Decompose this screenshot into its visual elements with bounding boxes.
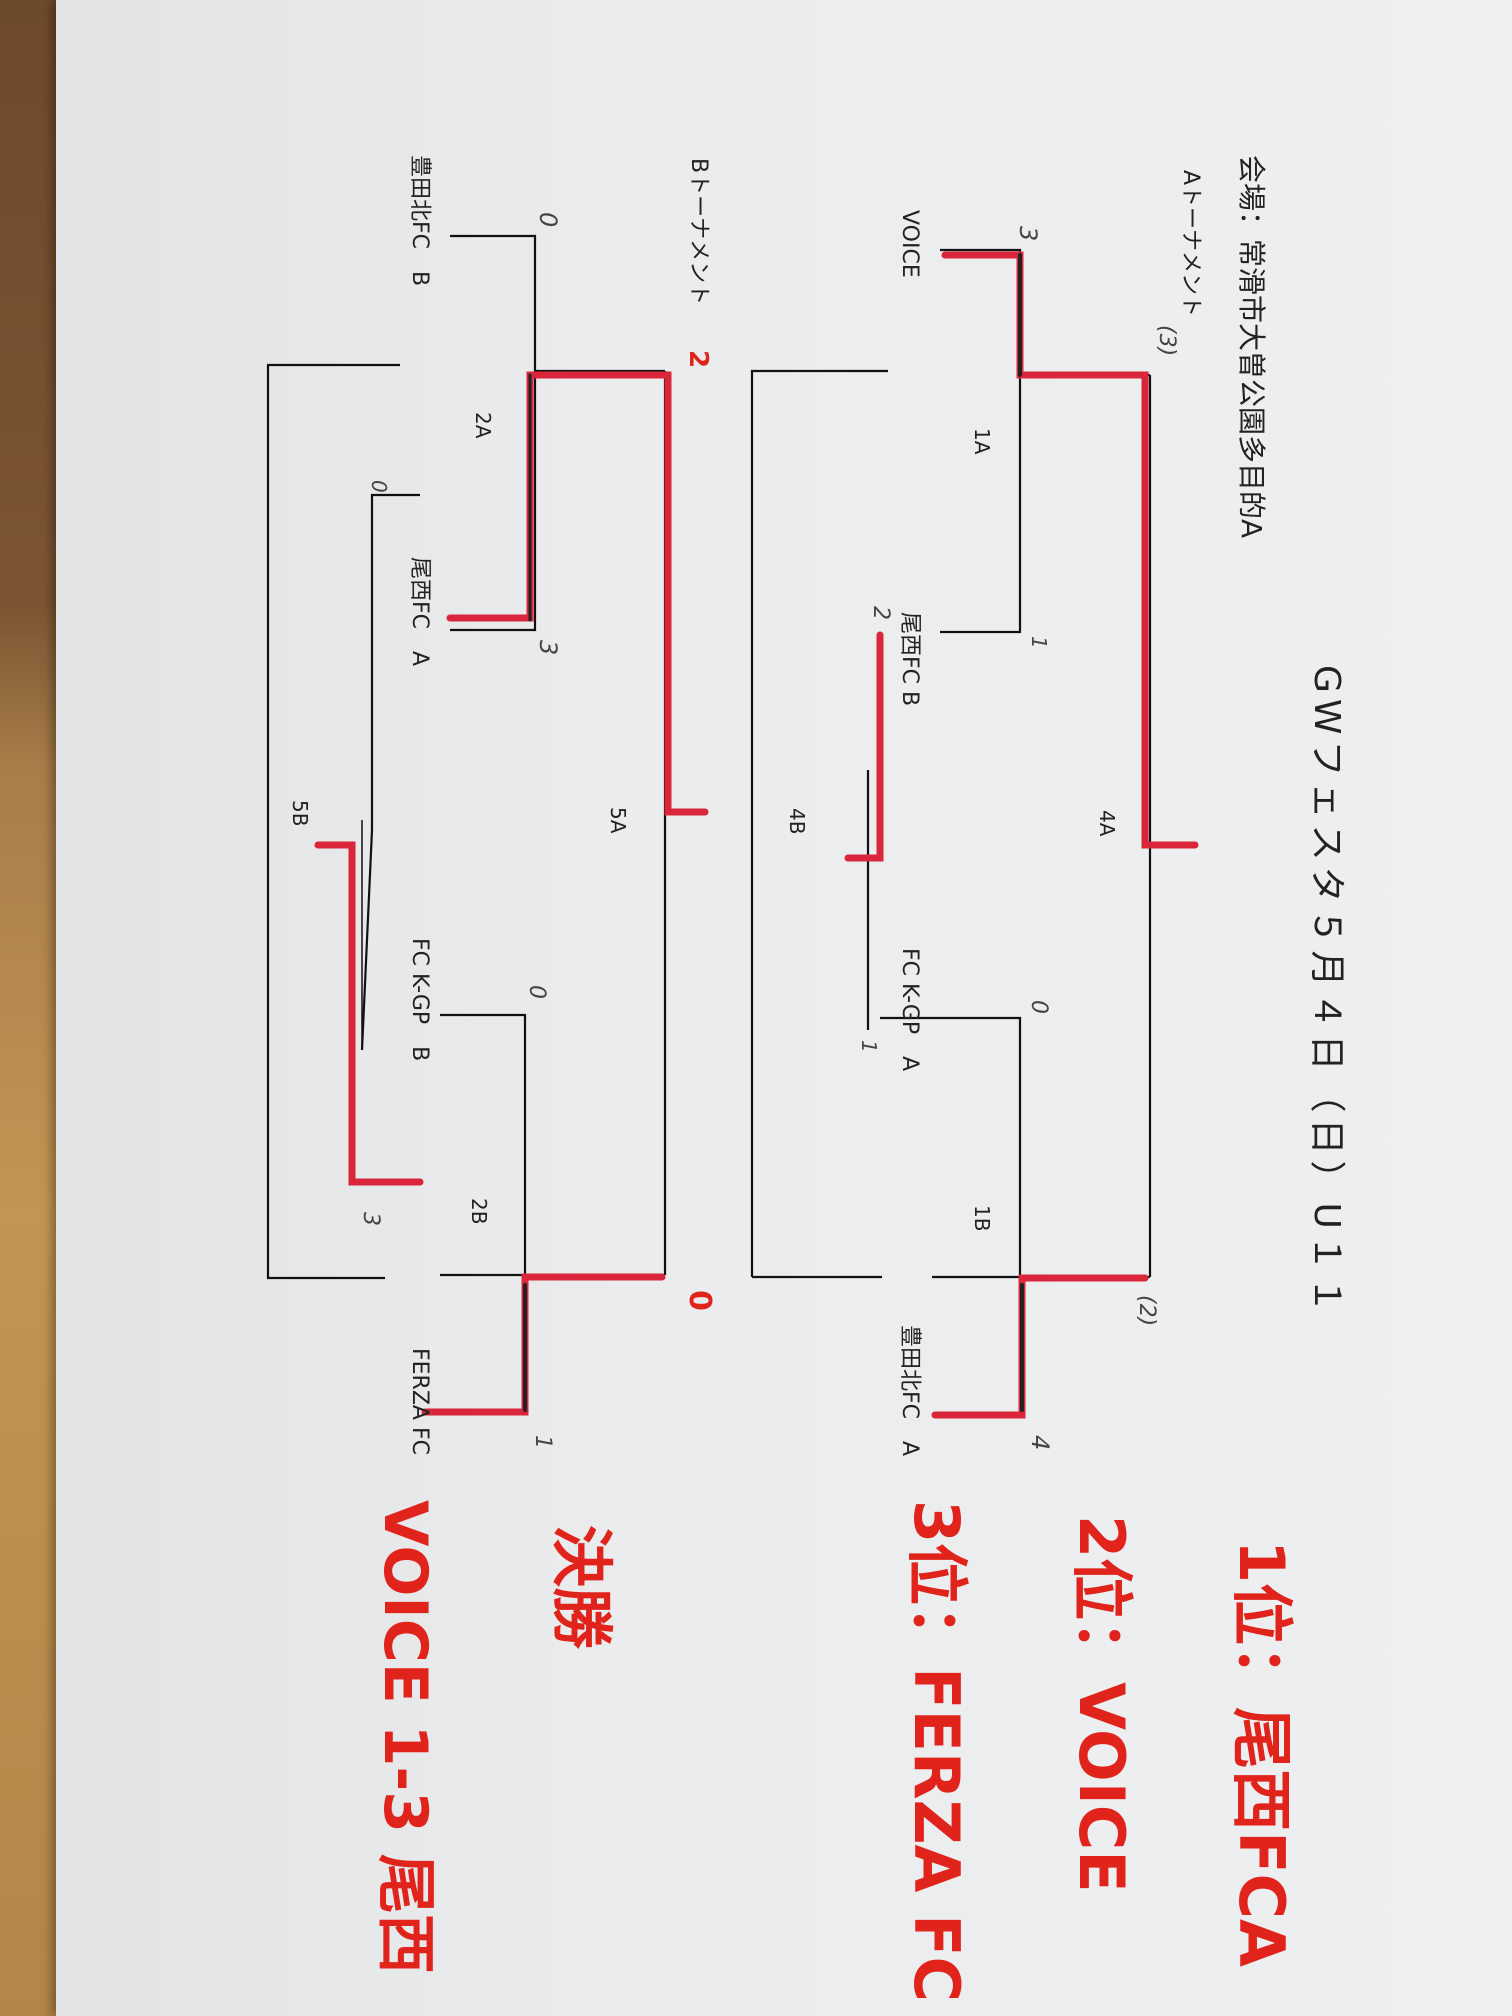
team-obisi-fc-a: 尾西FC A	[407, 557, 432, 666]
match-1a: 1A	[970, 428, 994, 455]
score-a-kgp-1b: 0	[1026, 1000, 1051, 1014]
tournament-b: Bトーナメント 豊田北FC B 尾西FC A FC K-GP B FERZA F…	[266, 155, 717, 1455]
match-5b: 5B	[288, 800, 312, 826]
tournament-b-label: Bトーナメント	[686, 158, 711, 305]
match-2a: 2A	[471, 412, 495, 439]
result-first-place: 1位：尾西FCA	[1225, 1540, 1298, 1967]
results-handwritten: 1位：尾西FCA 2位：VOICE 3位：FERZA FC 決勝 VOICE 1…	[370, 1500, 1298, 2002]
final-score: VOICE 1-3 尾西	[370, 1500, 440, 1974]
team-toyotakita-fc-a: 豊田北FC A	[897, 1325, 922, 1456]
match-2b: 2B	[467, 1198, 491, 1224]
tournament-a-label: Aトーナメント	[1178, 170, 1203, 317]
match-4a: 4A	[1095, 810, 1119, 837]
team-voice: VOICE	[897, 210, 922, 278]
score-b-5a-bottom: 0	[682, 1290, 717, 1311]
match-1b: 1B	[970, 1205, 994, 1231]
bracket-a-winner-path	[844, 251, 1199, 1419]
team-obisi-fc-b: 尾西FC B	[897, 612, 922, 706]
score-b-5b-bottom: 3	[358, 1212, 383, 1226]
page-title: GWフェスタ５月４日（日）U１１	[1306, 665, 1347, 1319]
team-fc-kgp-a: FC K-GP A	[897, 948, 922, 1071]
score-a-voice: 3	[1014, 226, 1042, 241]
final-label: 決勝	[545, 1525, 618, 1650]
score-a-obisi-4b: 2	[868, 606, 893, 620]
score-b-5b-top: 0	[367, 480, 391, 493]
score-b-ferza: 1	[530, 1435, 555, 1449]
score-a-obisi-1a: 1	[1027, 636, 1051, 649]
score-a-kgp-4b: 1	[857, 1040, 881, 1053]
score-b-toyotakita: 0	[534, 212, 562, 227]
team-ferza-fc: FERZA FC	[407, 1348, 432, 1455]
team-fc-kgp-b: FC K-GP B	[407, 938, 432, 1061]
bracket-b-lines	[266, 234, 667, 1280]
venue-label: 会場：常滑市大曽公園多目的A	[1235, 155, 1268, 538]
placement-a-3: (3)	[1154, 325, 1179, 356]
result-second-place: 2位：VOICE	[1065, 1515, 1138, 1893]
result-third-place: 3位：FERZA FC	[900, 1500, 973, 2002]
score-b-5a-top: 2	[683, 350, 713, 368]
placement-a-2: (2)	[1134, 1295, 1159, 1326]
paper-sheet	[56, 0, 1512, 2016]
tournament-a: Aトーナメント VOICE 尾西FC B FC K-GP A 豊田北FC A 1…	[750, 170, 1203, 1456]
score-a-toyotakita: 4	[1026, 1435, 1054, 1450]
match-4b: 4B	[785, 808, 809, 834]
score-b-obisi: 3	[534, 640, 562, 655]
team-toyotakita-fc-b: 豊田北FC B	[407, 155, 432, 286]
bracket-a-lines	[750, 248, 1152, 1279]
match-5a: 5A	[606, 807, 630, 834]
bracket-b-winner-path	[314, 371, 709, 1416]
score-b-kgp-2b: 0	[524, 985, 549, 999]
